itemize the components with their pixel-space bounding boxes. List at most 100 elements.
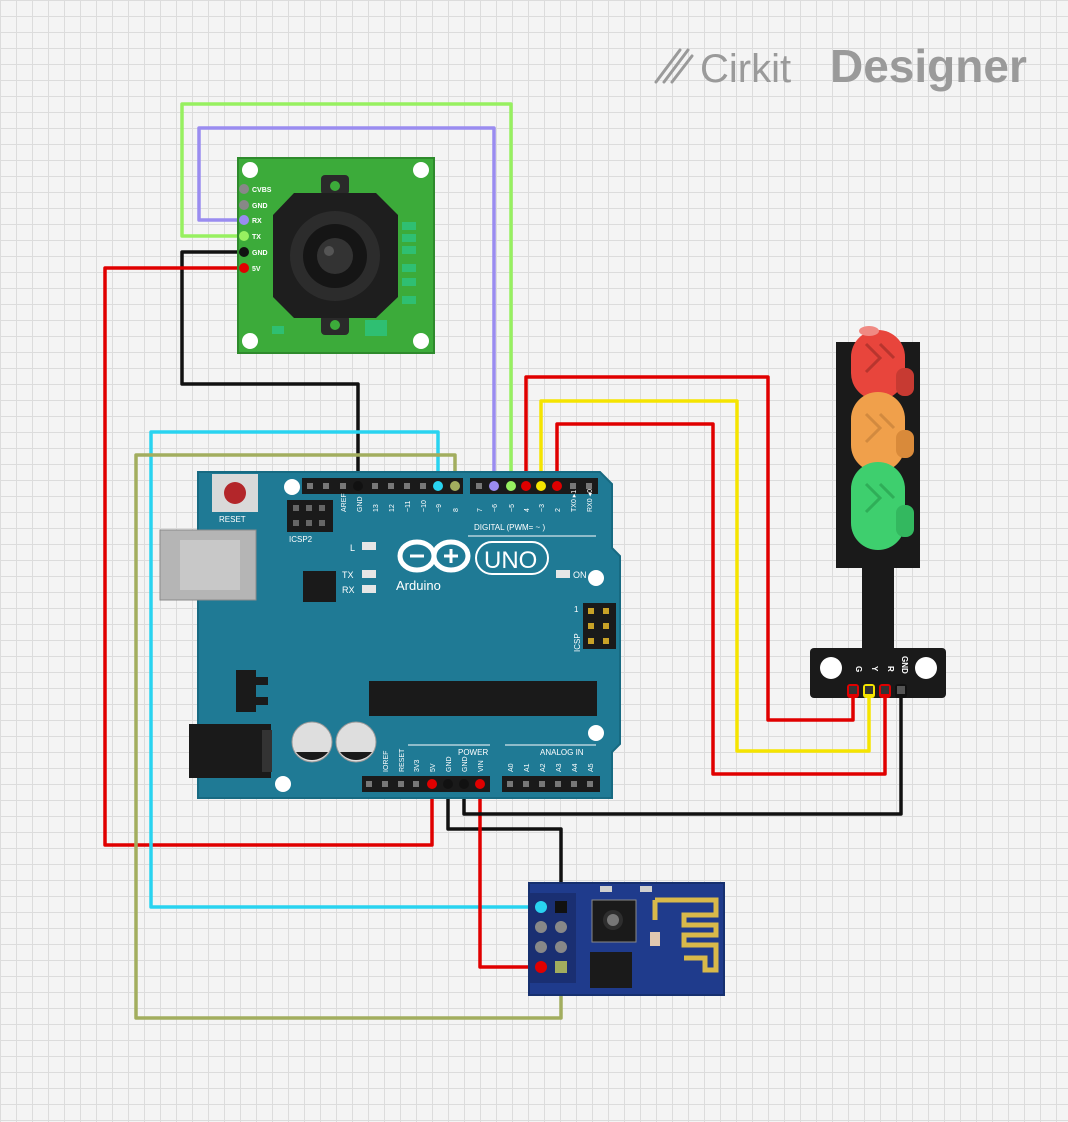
camera-pin-label: GND bbox=[252, 250, 268, 257]
analog-header bbox=[502, 776, 600, 792]
digital-label: DIGITAL (PWM= ~ ) bbox=[474, 523, 545, 532]
digital-pin-label: ~6 bbox=[492, 504, 499, 512]
power-pin-label: 3V3 bbox=[414, 759, 421, 772]
digital-pin-label: 4 bbox=[524, 508, 531, 512]
traffic-pin-label: R bbox=[886, 666, 895, 672]
camera-pin-label: TX bbox=[252, 234, 261, 241]
pin-hole bbox=[571, 781, 577, 787]
wire-esp-rx[interactable] bbox=[149, 430, 541, 909]
wire-light-y[interactable] bbox=[539, 399, 871, 753]
pin-hole bbox=[523, 781, 529, 787]
pin-hole bbox=[586, 483, 592, 489]
digital-header-right bbox=[470, 478, 598, 494]
wire-camera-rx[interactable] bbox=[197, 126, 496, 484]
analog-pin-label: A4 bbox=[572, 763, 579, 772]
pin-connection bbox=[475, 779, 485, 789]
camera-module[interactable]: CVBS GND RX TX GND 5V bbox=[237, 157, 435, 354]
pin-connection bbox=[443, 779, 453, 789]
traffic-pin-label: G bbox=[854, 666, 863, 672]
analog-label: ANALOG IN bbox=[540, 748, 584, 757]
power-header bbox=[362, 776, 490, 792]
power-pin-label: 5V bbox=[430, 763, 437, 772]
pin-connection bbox=[450, 481, 460, 491]
digital-pin-label: 2 bbox=[555, 508, 562, 512]
camera-pins bbox=[239, 184, 249, 273]
wire-light-r[interactable] bbox=[555, 422, 887, 776]
camera-pin-label: RX bbox=[252, 218, 262, 225]
power-pin-label: IOREF bbox=[383, 751, 390, 772]
icsp-header bbox=[583, 603, 616, 649]
pin-hole bbox=[404, 483, 410, 489]
digital-pin-label: 8 bbox=[453, 508, 460, 512]
pin-hole bbox=[323, 483, 329, 489]
digital-pin-label: ~10 bbox=[421, 500, 428, 512]
wire-esp-tx[interactable] bbox=[134, 453, 563, 1020]
traffic-light-module[interactable]: G Y R GND bbox=[810, 326, 946, 698]
pin-hole bbox=[555, 781, 561, 787]
dc-jack bbox=[189, 724, 271, 778]
pin-connection bbox=[536, 481, 546, 491]
esp-pins bbox=[535, 901, 567, 973]
digital-pin-label: AREF bbox=[341, 493, 348, 512]
icsp-label: ICSP bbox=[573, 633, 582, 652]
cirkit-logo-icon bbox=[654, 48, 694, 84]
traffic-pin-label: GND bbox=[900, 656, 909, 674]
analog-pin-label: A3 bbox=[556, 763, 563, 772]
analog-pin-label: A5 bbox=[588, 763, 595, 772]
pin-hole bbox=[366, 781, 372, 787]
pin-hole bbox=[420, 483, 426, 489]
yellow-lamp bbox=[851, 392, 914, 472]
camera-pin-label: GND bbox=[252, 203, 268, 210]
analog-pin-label: A2 bbox=[540, 763, 547, 772]
pin-hole bbox=[539, 781, 545, 787]
wire-camera-gnd[interactable] bbox=[180, 250, 360, 484]
digital-pin-label: ~3 bbox=[539, 504, 546, 512]
green-lamp bbox=[851, 462, 914, 550]
pin-hole bbox=[382, 781, 388, 787]
cirkit-logo: Cirkit Designer bbox=[654, 40, 1027, 92]
wire-camera-5v[interactable] bbox=[103, 266, 434, 847]
cirkit-logo-name: Designer bbox=[830, 40, 1027, 92]
led-tx-label: TX bbox=[342, 570, 354, 580]
pin-connection bbox=[427, 779, 437, 789]
digital-pin-label: 12 bbox=[389, 504, 396, 512]
digital-pin-label: 7 bbox=[477, 508, 484, 512]
capacitors bbox=[291, 721, 377, 763]
arduino-brand: Arduino bbox=[396, 578, 441, 593]
digital-pin-label: RX0 ◂0 bbox=[587, 489, 594, 512]
power-pin-label: VIN bbox=[478, 760, 485, 772]
arduino-logo-icon bbox=[397, 539, 471, 573]
wire-esp-vin[interactable] bbox=[478, 784, 541, 969]
camera-pin-label: 5V bbox=[252, 266, 261, 273]
power-pin-label: RESET bbox=[399, 748, 406, 772]
antenna-icon bbox=[652, 897, 719, 973]
pin-hole bbox=[413, 781, 419, 787]
pin-hole bbox=[388, 483, 394, 489]
digital-pin-label: ~9 bbox=[436, 504, 443, 512]
power-label: POWER bbox=[458, 748, 488, 757]
wire-camera-tx[interactable] bbox=[180, 102, 513, 484]
camera-lens bbox=[273, 175, 398, 335]
pin-hole bbox=[476, 483, 482, 489]
pin-connection bbox=[506, 481, 516, 491]
arduino-uno-board[interactable]: RESET ICSP2 L TX RX ON Arduino UNO bbox=[159, 471, 621, 799]
atmega-chip bbox=[369, 681, 597, 716]
camera-pin-label: CVBS bbox=[252, 187, 272, 194]
led-on-label: ON bbox=[573, 570, 587, 580]
pin-hole bbox=[372, 483, 378, 489]
wire-light-g[interactable] bbox=[524, 375, 855, 722]
pin-hole bbox=[307, 483, 313, 489]
cirkit-logo-prefix: Cirkit bbox=[700, 47, 791, 91]
digital-pin-label: 13 bbox=[373, 504, 380, 512]
icsp-pin1-label: 1 bbox=[574, 605, 579, 614]
power-pin-label: GND bbox=[446, 756, 453, 772]
pin-connection bbox=[521, 481, 531, 491]
icsp2-header bbox=[287, 500, 333, 532]
esp8266-module[interactable] bbox=[528, 882, 725, 996]
pin-connection bbox=[433, 481, 443, 491]
reset-label: RESET bbox=[219, 515, 246, 524]
wire-esp-gnd[interactable] bbox=[446, 784, 563, 907]
reset-button[interactable] bbox=[212, 474, 258, 512]
digital-pin-label: ~5 bbox=[509, 504, 516, 512]
pin-connection bbox=[353, 481, 363, 491]
